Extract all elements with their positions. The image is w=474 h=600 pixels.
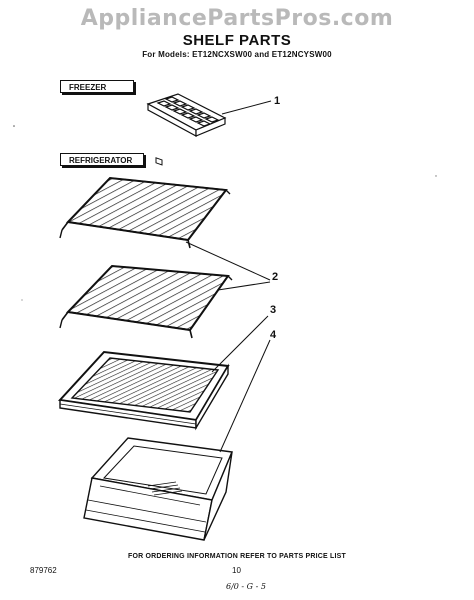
leader-line-1 (221, 100, 272, 115)
wire-shelf-upper-part (59, 176, 231, 249)
ordering-note: FOR ORDERING INFORMATION REFER TO PARTS … (127, 553, 347, 560)
leader-line-3 (211, 315, 269, 373)
ice-tray-part (146, 93, 227, 166)
crisper-cover-part (57, 350, 230, 431)
handwritten-note: 6/0 - G - 5 (226, 582, 266, 591)
document-number: 879762 (30, 566, 57, 575)
page-number: 10 (232, 566, 241, 575)
page-title: SHELF PARTS (182, 32, 292, 49)
model-subtitle: For Models: ET12NCXSW00 and ET12NCYSW00 (142, 50, 332, 59)
watermark: AppliancePartsPros.com (80, 6, 394, 31)
refrigerator-section-label: REFRIGERATOR (60, 153, 144, 166)
crisper-pan-part (83, 437, 233, 541)
leader-line-2b (217, 281, 271, 291)
wire-shelf-lower-part (59, 264, 233, 339)
callout-2: 2 (272, 271, 279, 283)
callout-1: 1 (274, 95, 281, 107)
callout-3: 3 (270, 304, 277, 316)
leader-line-4 (219, 339, 271, 453)
leader-line-2a (185, 241, 271, 281)
freezer-section-label: FREEZER (60, 80, 134, 93)
callout-4: 4 (270, 329, 277, 341)
